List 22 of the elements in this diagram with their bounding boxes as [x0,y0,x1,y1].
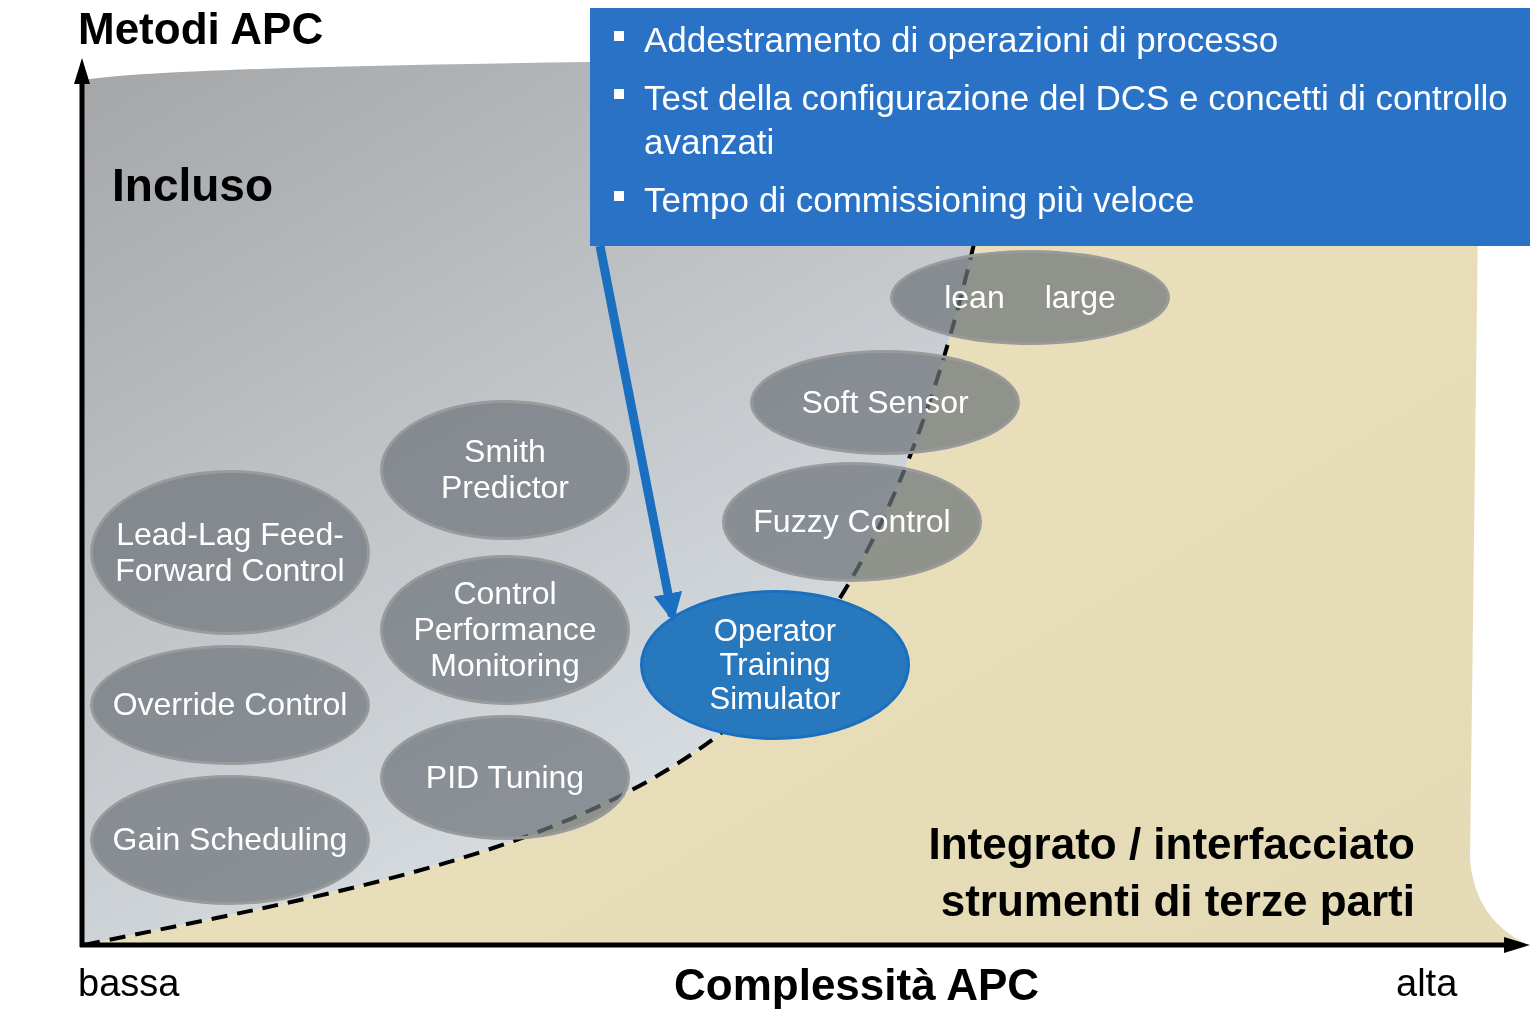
method-label: large [1044,279,1116,316]
bullet-text: Tempo di commissioning più veloce [644,180,1195,219]
axis-title: Complessità APC [674,960,1040,1010]
method-label: Operator Training Simulator [708,613,842,717]
axis-title: Metodi APC [78,4,324,54]
method-label: Smith Predictor [439,434,570,506]
arrow [595,245,683,622]
region-label: Integrato / interfacciato strumenti di terze parti [927,818,1415,928]
method-label: Control Performance Monitoring [412,576,598,684]
method-label: Gain Scheduling [112,822,348,858]
info-panel [590,8,1530,246]
axis-end-label: bassa [78,962,180,1005]
method-label: lean [944,279,1005,316]
region-label: Incluso [112,158,274,212]
method-label: PID Tuning [425,759,585,796]
bullet-text: Addestramento di operazioni di processo [644,20,1279,59]
axis-end-label: alta [1396,962,1458,1005]
method-label: Soft Sensor [801,384,969,421]
method-label: Lead-Lag Feed-Forward Control [114,516,346,589]
method-label: Fuzzy Control [753,504,951,540]
bullet-text: Test della configurazione del DCS e concetti di controllo avanzati [644,78,1508,161]
method-label: Override Control [112,687,348,723]
